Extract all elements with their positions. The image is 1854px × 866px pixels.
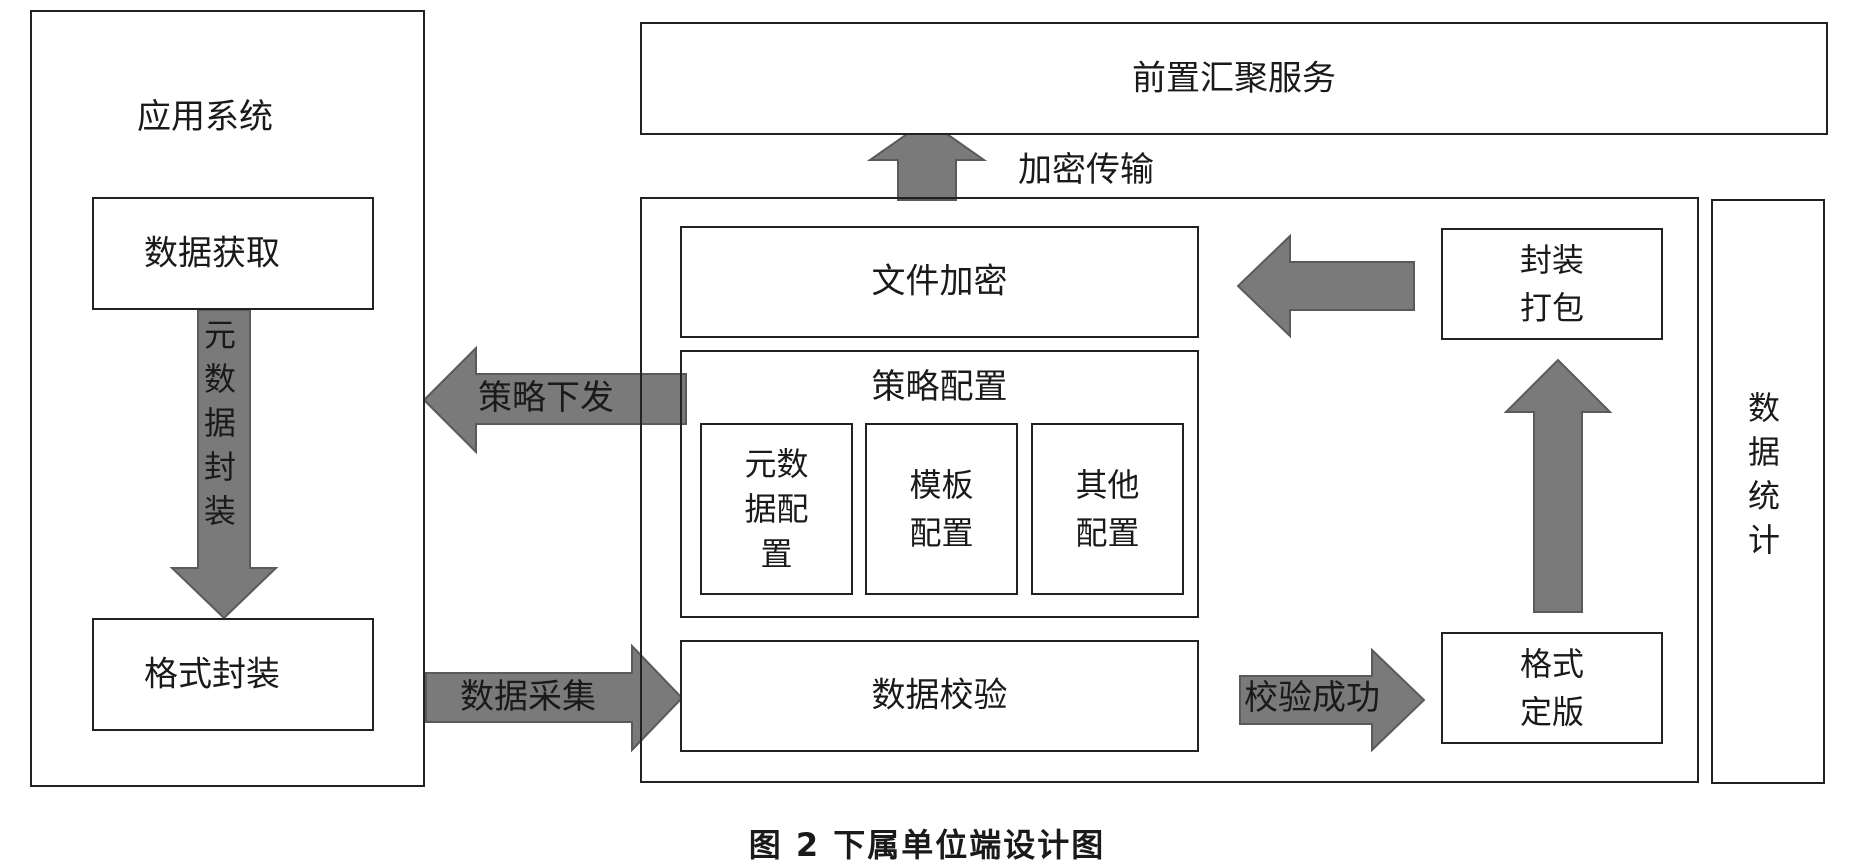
processing-panel	[640, 197, 1699, 783]
data-acquisition-label: 数据获取	[144, 233, 280, 273]
application-system-title: 应用系统	[137, 97, 273, 137]
package-box: 封装 打包	[1441, 228, 1663, 340]
application-system-panel: 应用系统	[30, 10, 425, 787]
front-aggregation-service-label: 前置汇聚服务	[1132, 58, 1336, 98]
data-collection-arrow	[425, 643, 684, 753]
encrypted-transfer-arrow	[866, 118, 988, 201]
to-package-arrow	[1503, 358, 1613, 613]
encrypted-transfer-label: 加密传输	[1018, 150, 1154, 190]
other-config-box: 其他 配置	[1031, 423, 1184, 595]
strategy-dispatch-label: 策略下发	[478, 378, 614, 418]
template-config-box: 模板 配置	[865, 423, 1018, 595]
format-layout-label: 格式 定版	[1519, 645, 1584, 731]
metadata-config-label: 元数 据配 置	[744, 444, 809, 573]
data-statistics-panel: 数据统计	[1711, 199, 1825, 784]
format-layout-box: 格式 定版	[1441, 632, 1663, 744]
verify-success-arrow	[1239, 647, 1426, 753]
file-encryption-box: 文件加密	[680, 226, 1199, 338]
strategy-config-box: 策略配置	[680, 350, 1199, 618]
package-label: 封装 打包	[1519, 241, 1584, 327]
strategy-dispatch-arrow	[422, 345, 687, 455]
data-acquisition-box: 数据获取	[92, 197, 374, 310]
file-encryption-label: 文件加密	[871, 261, 1008, 302]
verify-success-label: 校验成功	[1244, 678, 1380, 718]
metadata-packaging-label: 元数据封装	[199, 318, 237, 538]
strategy-config-title: 策略配置	[871, 367, 1008, 407]
metadata-packaging-arrow	[169, 309, 279, 620]
to-file-encryption-arrow	[1236, 233, 1415, 339]
data-statistics-label: 数据统计	[1743, 391, 1781, 567]
figure-caption: 图 2 下属单位端设计图	[748, 826, 1106, 864]
other-config-label: 其他 配置	[1075, 466, 1140, 552]
front-aggregation-service-box: 前置汇聚服务	[640, 22, 1828, 135]
data-collection-label: 数据采集	[460, 677, 596, 717]
metadata-config-box: 元数 据配 置	[700, 423, 853, 595]
template-config-label: 模板 配置	[909, 466, 974, 552]
data-verification-box: 数据校验	[680, 640, 1199, 752]
format-packaging-box: 格式封装	[92, 618, 374, 731]
data-verification-label: 数据校验	[871, 675, 1008, 716]
format-packaging-label: 格式封装	[144, 654, 280, 694]
